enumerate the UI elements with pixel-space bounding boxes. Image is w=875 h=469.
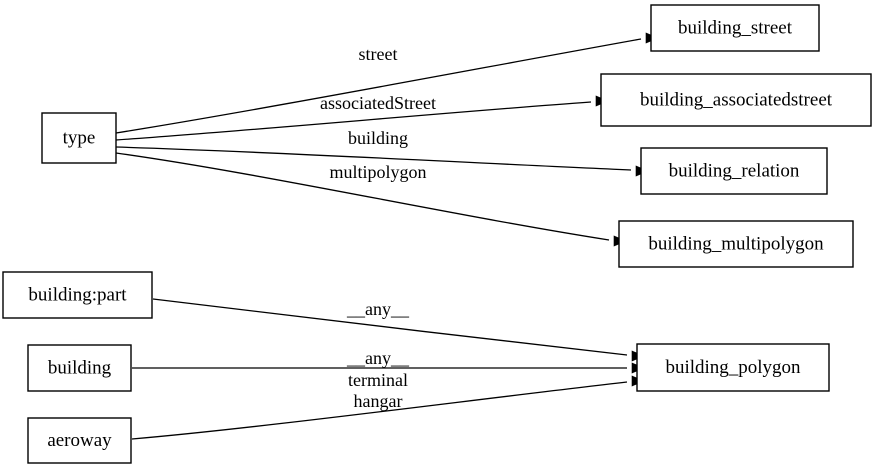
nodes-group: type building_street building_associatedst… (2, 4, 872, 464)
node-building_street[interactable]: building_street (650, 4, 820, 52)
edge-line (152, 298, 628, 356)
node-building_polygon[interactable]: building_polygon (636, 343, 830, 392)
edge-line (131, 381, 628, 440)
node-label: building_street (678, 17, 793, 38)
edge-label: hangar (354, 391, 403, 411)
edge-labels-group: street associatedStreet building multipolyg… (320, 44, 436, 411)
edge-line (115, 152, 610, 241)
edge-label: terminal (348, 370, 408, 390)
node-box[interactable] (600, 73, 872, 127)
edge-label: associatedStreet (320, 93, 436, 113)
node-box[interactable] (650, 4, 820, 52)
edge-label: building (348, 128, 408, 148)
node-aeroway[interactable]: aeroway (27, 417, 132, 464)
node-label: aeroway (47, 430, 112, 451)
edge-label: __any__ (346, 348, 410, 368)
node-label: type (63, 127, 96, 148)
node-box[interactable] (2, 271, 153, 319)
node-type[interactable]: type (41, 112, 117, 164)
node-label: building_associatedstreet (640, 89, 833, 110)
node-label: building_polygon (665, 357, 801, 378)
node-box[interactable] (27, 417, 132, 464)
node-building_relation[interactable]: building_relation (640, 147, 828, 195)
node-box[interactable] (636, 343, 830, 392)
node-building_associatedstreet[interactable]: building_associatedstreet (600, 73, 872, 127)
edge-label: street (359, 44, 398, 64)
node-label: building_multipolygon (648, 233, 824, 254)
node-building_part[interactable]: building:part (2, 271, 153, 319)
node-label: building (48, 357, 112, 378)
node-box[interactable] (640, 147, 828, 195)
edge-label: __any__ (346, 299, 410, 319)
edge-line (115, 38, 642, 134)
node-label: building:part (28, 284, 127, 305)
edge-line (115, 146, 632, 171)
node-label: building_relation (669, 160, 800, 181)
edge-line (115, 101, 592, 141)
node-box[interactable] (41, 112, 117, 164)
node-box[interactable] (618, 220, 854, 268)
node-building[interactable]: building (27, 344, 132, 392)
edge-label: multipolygon (329, 162, 426, 182)
node-building_multipolygon[interactable]: building_multipolygon (618, 220, 854, 268)
edges-group (115, 32, 659, 440)
node-box[interactable] (27, 344, 132, 392)
